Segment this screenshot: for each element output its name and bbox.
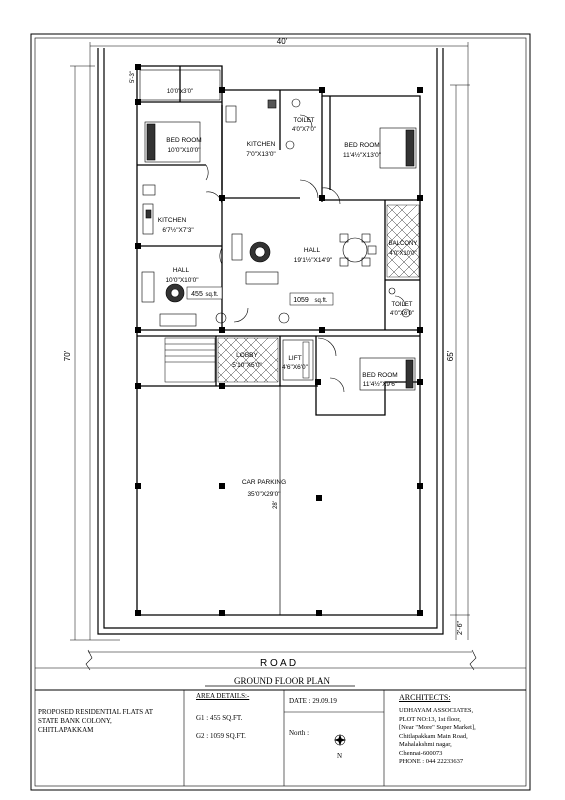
furniture <box>141 98 417 391</box>
lift-size: 4'6"X6'0" <box>282 364 309 371</box>
columns <box>135 64 423 616</box>
right-setback-label: 2'-6" <box>457 621 464 635</box>
project-line: STATE BANK COLONY, <box>38 717 112 725</box>
overall-width-label: 40' <box>277 37 288 46</box>
top-setback-label: 5'-3" <box>130 71 136 83</box>
toilet2-size: 4'0"X6'0" <box>390 311 414 317</box>
north-label: North : <box>289 729 310 737</box>
area-g2: G2 : 1059 SQ.FT. <box>196 732 246 740</box>
toilet1-size: 4'0"X7'0" <box>292 127 316 133</box>
kitchen2-size: 6'7½"X7'3" <box>162 226 194 234</box>
boundary-wall <box>97 48 444 635</box>
lobby-size: 5'10"X5'0" <box>232 362 262 369</box>
doors <box>205 114 406 393</box>
lift-name: LIFT <box>288 355 301 362</box>
area-g1: G1 : 455 SQ.FT. <box>196 714 243 722</box>
project-line: PROPOSED RESIDENTIAL FLATS AT <box>38 708 154 716</box>
architects-address: UDHAYAM ASSOCIATES, PLOT NO:13, 1st floo… <box>399 707 476 767</box>
address-line: Chennai-600073 <box>399 749 443 757</box>
building-outline <box>136 65 421 616</box>
kitchen1-name: KITCHEN <box>247 141 276 148</box>
address-line: UDHAYAM ASSOCIATES, <box>399 707 474 714</box>
hall1-size: 10'0"X10'0" <box>165 277 199 284</box>
duct-label: 10'0"x3'0" <box>167 89 193 95</box>
address-line: PLOT NO:13, 1st floor, <box>399 715 461 723</box>
address-line: PHONE : 044 22233637 <box>399 758 464 765</box>
bedroom1-size: 10'0"X10'0" <box>167 147 201 154</box>
parking-name: CAR PARKING <box>242 479 286 486</box>
project-line: CHITLAPAKKAM <box>38 726 94 734</box>
area-g1-value: 455 <box>191 291 203 298</box>
address-line: Chitlapakkam Main Road, <box>399 732 468 740</box>
area-g2-value: 1059 <box>293 297 309 304</box>
bedroom2-size: 11'4½"X13'0" <box>343 151 382 159</box>
right-length-label: 65' <box>446 350 455 361</box>
road-label: R O A D <box>260 658 296 669</box>
toilet1-name: TOILET <box>294 118 315 124</box>
kitchen2-name: KITCHEN <box>158 217 187 224</box>
hall2-size: 19'1½"X14'9" <box>294 256 333 264</box>
hall2-name: HALL <box>304 247 321 254</box>
parking-dim: 28' <box>273 501 279 509</box>
staircase <box>164 337 216 383</box>
balcony-size: 4'0"X10'0" <box>389 251 416 257</box>
bedroom2-name: BED ROOM <box>344 142 379 149</box>
north-letter: N <box>337 752 343 760</box>
bedroom3-name: BED ROOM <box>362 372 397 379</box>
address-line: Mahalakshmi nagar, <box>399 741 452 748</box>
area-details-heading: AREA DETAILS:- <box>196 692 250 700</box>
plan-title: GROUND FLOOR PLAN <box>234 676 331 686</box>
north-arrow-icon <box>334 734 346 746</box>
dimension-lines <box>70 42 470 641</box>
project-title: PROPOSED RESIDENTIAL FLATS AT STATE BANK… <box>38 708 182 735</box>
date-label: DATE : 29.09.19 <box>289 697 337 705</box>
road-edge <box>85 649 477 671</box>
hall1-name: HALL <box>173 267 190 274</box>
area-g2-unit: sq.ft. <box>314 298 327 304</box>
kitchen1-size: 7'0"X13'0" <box>246 151 276 158</box>
bedroom1-name: BED ROOM <box>166 137 201 144</box>
bedroom3-size: 11'4½"X9'6" <box>363 380 398 388</box>
balcony-name: BALCONY <box>389 241 418 247</box>
parking-size: 35'0"X29'0" <box>247 491 281 498</box>
sheet-border <box>30 33 531 791</box>
area-g1-unit: sq.ft. <box>205 292 218 298</box>
toilet2-name: TOILET <box>392 302 413 308</box>
overall-length-label: 70' <box>63 350 72 361</box>
address-line: [Near "More" Super Market], <box>399 724 476 731</box>
lobby-name: LOBBY <box>236 352 258 359</box>
architects-heading: ARCHITECTS: <box>399 693 451 702</box>
